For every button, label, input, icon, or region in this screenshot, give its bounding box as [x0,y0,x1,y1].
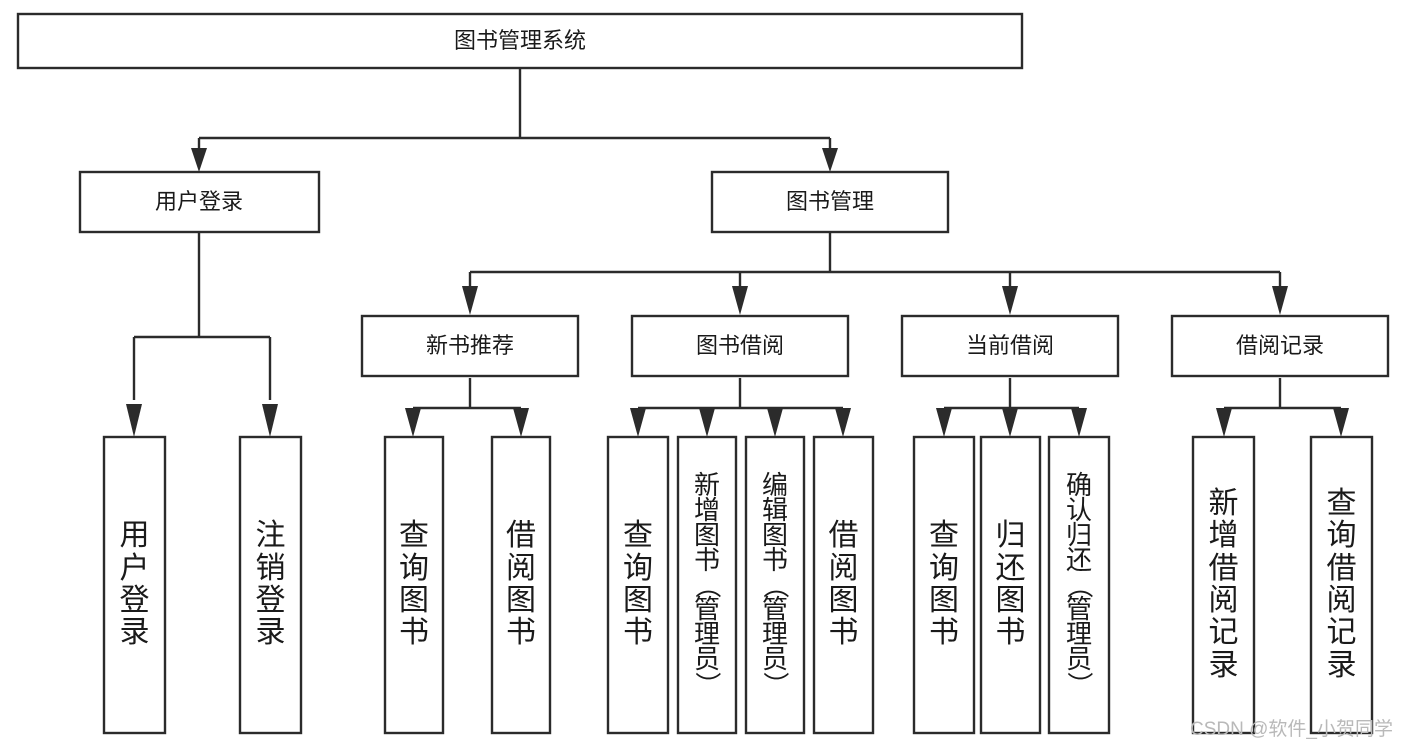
arrow-head-borrow-record [1272,286,1288,315]
node-borrow-record-box[interactable] [1170,314,1390,378]
node-root-label: 图书管理系统 [454,28,586,53]
node-leaf-return-book-box[interactable] [979,435,1042,735]
arrow-head-leaf-query-book-2 [630,408,646,437]
node-leaf-borrow-book-2-box[interactable] [812,435,875,735]
connector-group-book-manage [462,232,1288,315]
node-leaf-query-book-2[interactable] [606,435,670,735]
node-book-manage[interactable]: 图书管理 [710,170,950,234]
node-leaf-confirm-return[interactable] [1047,435,1111,735]
node-root-box[interactable] [16,12,1024,70]
arrow-head-leaf-user-login [126,404,142,437]
node-leaf-add-record[interactable] [1191,435,1256,735]
node-book-borrow[interactable]: 图书借阅 [630,314,850,378]
node-leaf-query-book-1[interactable] [383,435,445,735]
arrow-head-leaf-confirm-return [1071,408,1087,437]
node-leaf-query-book-1-box[interactable] [383,435,445,735]
node-user-login-box[interactable] [78,170,321,234]
node-leaf-logout-login-box[interactable] [238,435,303,735]
node-book-borrow-box[interactable] [630,314,850,378]
node-root[interactable]: 图书管理系统 [16,12,1024,70]
node-user-login[interactable]: 用户登录 [78,170,321,234]
node-new-book-recommend-box[interactable] [360,314,580,378]
node-current-borrow-box[interactable] [900,314,1120,378]
node-leaf-borrow-book-2[interactable] [812,435,875,735]
connector-group-new-book-recommend [405,378,529,437]
connector-group-book-borrow [630,378,851,437]
node-leaf-query-record[interactable] [1309,435,1374,735]
connector-group-borrow-record [1216,378,1349,437]
node-borrow-record-label: 借阅记录 [1236,333,1324,358]
watermark-text: CSDN @软件_小贺同学 [1190,719,1393,740]
arrow-head-user-login [191,148,207,172]
arrow-head-leaf-query-record [1333,408,1349,437]
arrow-head-leaf-logout-login [262,404,278,437]
node-leaf-confirm-return-box[interactable] [1047,435,1111,735]
node-user-login-label: 用户登录 [155,189,243,214]
node-book-manage-box[interactable] [710,170,950,234]
arrow-head-current-borrow [1002,286,1018,315]
node-leaf-user-login-box[interactable] [102,435,167,735]
node-leaf-return-book[interactable] [979,435,1042,735]
arrow-head-leaf-borrow-book-1 [513,408,529,437]
arrow-head-leaf-add-record [1216,408,1232,437]
arrow-head-new-book-recommend [462,286,478,315]
connector-group-root [191,68,838,172]
node-leaf-edit-book[interactable] [744,435,806,735]
node-book-borrow-label: 图书借阅 [696,333,784,358]
node-leaf-query-book-3-box[interactable] [912,435,976,735]
node-leaf-query-record-box[interactable] [1309,435,1374,735]
arrow-head-book-borrow [732,286,748,315]
node-book-manage-label: 图书管理 [786,189,874,214]
node-leaf-edit-book-box[interactable] [744,435,806,735]
node-leaf-borrow-book-1[interactable] [490,435,552,735]
node-new-book-recommend[interactable]: 新书推荐 [360,314,580,378]
node-leaf-add-record-box[interactable] [1191,435,1256,735]
node-leaf-add-book[interactable] [676,435,738,735]
node-leaf-query-book-3[interactable] [912,435,976,735]
node-current-borrow[interactable]: 当前借阅 [900,314,1120,378]
arrow-head-leaf-query-book-3 [936,408,952,437]
arrow-head-book-manage [822,148,838,172]
node-leaf-logout-login[interactable] [238,435,303,735]
connector-group-current-borrow [936,378,1087,437]
arrow-head-leaf-return-book [1002,408,1018,437]
node-leaf-borrow-book-1-box[interactable] [490,435,552,735]
node-new-book-recommend-label: 新书推荐 [426,333,514,358]
arrow-head-leaf-query-book-1 [405,408,421,437]
connector-group-user-login [126,232,278,437]
arrow-head-leaf-add-book [699,408,715,437]
node-leaf-add-book-box[interactable] [676,435,738,735]
node-borrow-record[interactable]: 借阅记录 [1170,314,1390,378]
arrow-head-leaf-borrow-book-2 [835,408,851,437]
node-leaf-query-book-2-box[interactable] [606,435,670,735]
node-leaf-user-login[interactable] [102,435,167,735]
arrow-head-leaf-edit-book [767,408,783,437]
node-current-borrow-label: 当前借阅 [966,333,1054,358]
